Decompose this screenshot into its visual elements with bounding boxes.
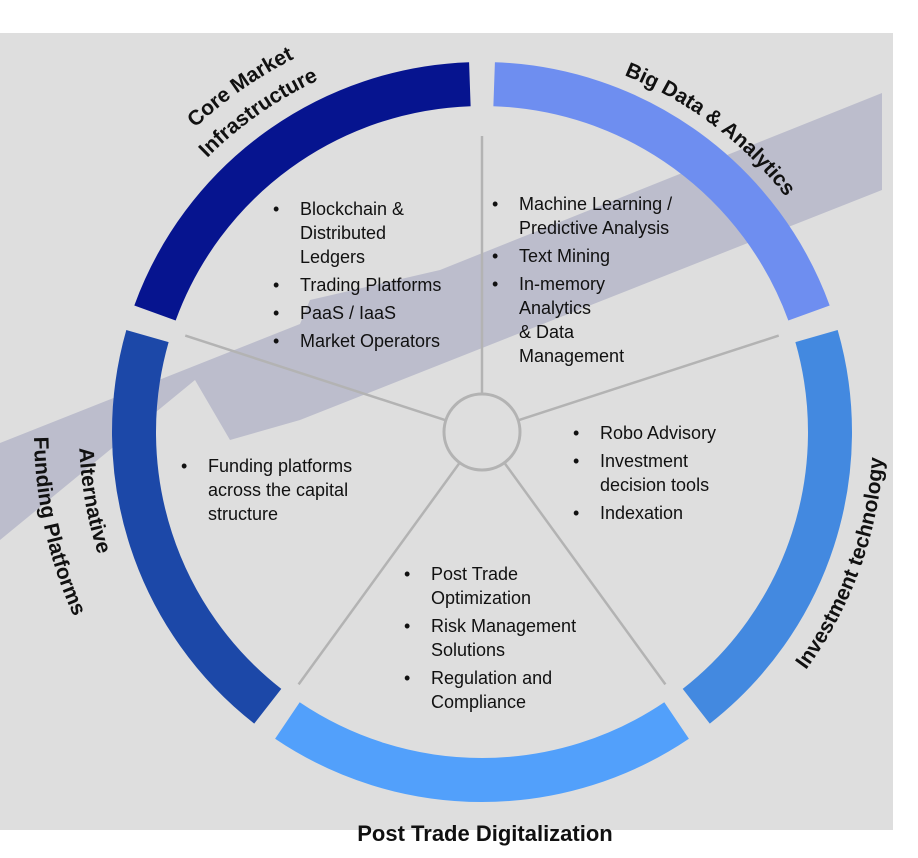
investment-technology-segment xyxy=(682,330,852,724)
list-item: • Text Mining xyxy=(492,244,672,268)
list-item: • PaaS / IaaS xyxy=(273,301,441,325)
list-item-text: Ledgers xyxy=(300,247,366,267)
list-item-text: Robo Advisory xyxy=(600,423,717,443)
spoke-line xyxy=(184,334,447,422)
list-item-text: Regulation and xyxy=(431,668,553,688)
list-item-text: Analytics xyxy=(519,298,592,318)
list-item-text: Blockchain & xyxy=(300,199,405,219)
list-item: • Funding platforms across the capital stru… xyxy=(181,454,352,526)
list-item: • Indexation xyxy=(573,501,716,525)
list-item-text: Market Operators xyxy=(300,331,441,351)
core-market-segment xyxy=(134,62,471,321)
list-item-text: Risk Management xyxy=(431,616,577,636)
post-trade-segment xyxy=(275,702,689,802)
bullet-icon: • xyxy=(573,503,580,523)
spokes xyxy=(184,136,780,686)
list-item-text: & Data xyxy=(519,322,575,342)
post-trade-digitalization-label: Post Trade Digitalization xyxy=(357,821,613,846)
bullet-icon: • xyxy=(273,275,280,295)
list-item-text: Predictive Analysis xyxy=(519,218,670,238)
list-item-text: Post Trade xyxy=(431,564,519,584)
list-item-text: Management xyxy=(519,346,625,366)
list-item-text: Indexation xyxy=(600,503,684,523)
bullet-icon: • xyxy=(273,199,280,219)
bullet-icon: • xyxy=(273,303,280,323)
list-item: • Market Operators xyxy=(273,329,441,353)
list-item-text: Investment xyxy=(600,451,689,471)
bullet-icon: • xyxy=(181,456,188,476)
list-item-text: Distributed xyxy=(300,223,387,243)
list-item-text: PaaS / IaaS xyxy=(300,303,397,323)
list-item-text: Funding platforms xyxy=(208,456,353,476)
arrow-band xyxy=(0,93,882,540)
bullet-icon: • xyxy=(273,331,280,351)
bullet-icon: • xyxy=(492,194,499,214)
alternative-funding-list: • Funding platforms across the capital stru… xyxy=(181,454,352,530)
list-item: • Investment decision tools xyxy=(573,449,716,497)
alternative-funding-segment xyxy=(112,330,282,724)
bullet-icon: • xyxy=(492,246,499,266)
center-hub xyxy=(442,392,522,472)
list-item: • Machine Learning / Predictive Analysis xyxy=(492,192,672,240)
bullet-icon: • xyxy=(573,423,580,443)
list-item-text: structure xyxy=(208,504,279,524)
bullet-icon: • xyxy=(573,451,580,471)
list-item-text: Solutions xyxy=(431,640,506,660)
spoke-line xyxy=(503,462,667,686)
list-item: • Robo Advisory xyxy=(573,421,716,445)
bullet-icon: • xyxy=(492,274,499,294)
bullet-icon: • xyxy=(404,668,411,688)
list-item: • Trading Platforms xyxy=(273,273,441,297)
spoke-line xyxy=(517,334,780,422)
bullet-icon: • xyxy=(404,616,411,636)
ring xyxy=(112,62,852,802)
list-item-text: decision tools xyxy=(600,475,710,495)
bullet-icon: • xyxy=(404,564,411,584)
list-item-text: In-memory xyxy=(519,274,606,294)
list-item-text: Optimization xyxy=(431,588,532,608)
list-item-text: Machine Learning / xyxy=(519,194,673,214)
list-item-text: across the capital xyxy=(208,480,349,500)
list-item-text: Text Mining xyxy=(519,246,611,266)
list-item-text: Compliance xyxy=(431,692,527,712)
list-item-text: Trading Platforms xyxy=(300,275,442,295)
spoke-line xyxy=(297,462,461,686)
big-data-segment xyxy=(493,62,830,321)
big-data-list: • Machine Learning / Predictive Analysis • T… xyxy=(492,192,672,372)
